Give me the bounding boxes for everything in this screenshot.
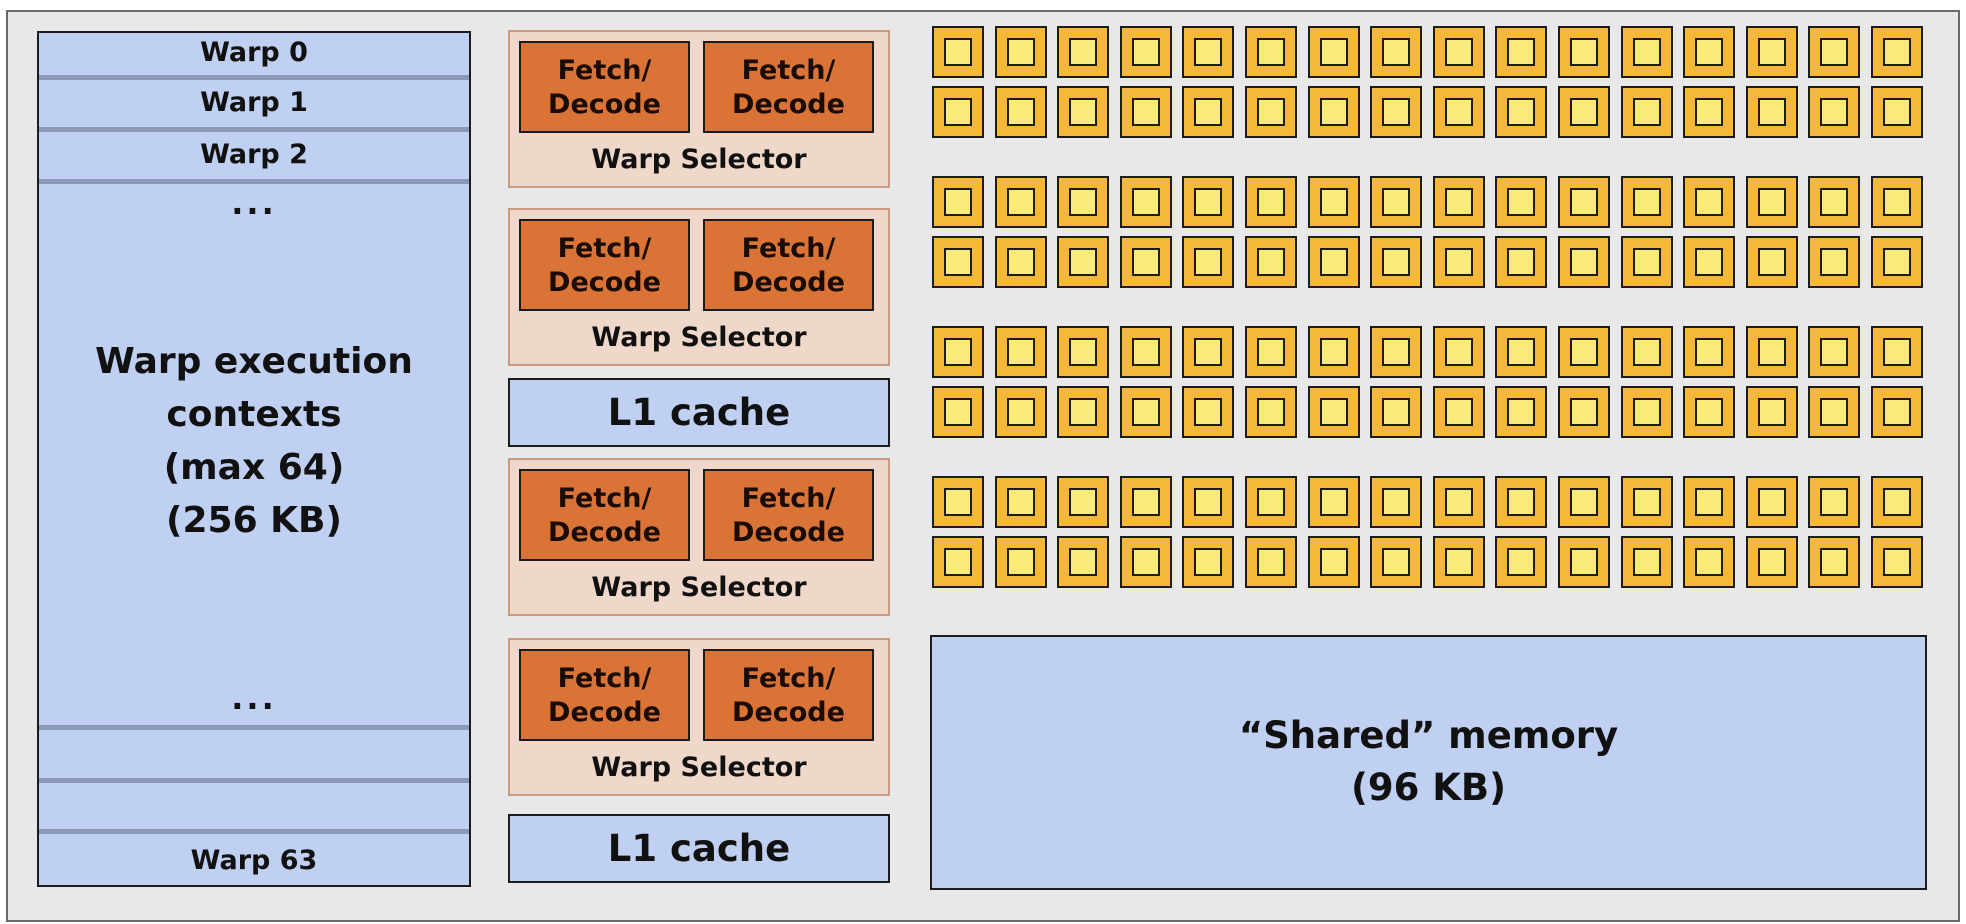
warp-ellipsis-bottom: ... — [231, 679, 277, 717]
fetch-decode-unit: Fetch/ Decode — [703, 469, 874, 561]
warp-selector-label: Warp Selector — [591, 144, 807, 175]
fetch-decode-unit: Fetch/ Decode — [519, 649, 690, 741]
warp-selector-label: Warp Selector — [591, 752, 807, 783]
fetch-decode-unit: Fetch/ Decode — [519, 41, 690, 133]
warp-ellipsis-top: ... — [231, 184, 277, 222]
warp-contexts-title-1: Warp execution — [95, 341, 413, 382]
warp-scheduler-1: Fetch/ Decode Fetch/ Decode Warp Selecto… — [508, 30, 890, 188]
fetch-decode-unit: Fetch/ Decode — [519, 219, 690, 311]
warp-contexts-title-2: contexts — [166, 394, 342, 435]
l1-cache-2: L1 cache — [508, 814, 890, 883]
shared-memory-block: “Shared” memory (96 KB) — [930, 635, 1927, 890]
fetch-decode-unit: Fetch/ Decode — [703, 219, 874, 311]
warp-divider — [39, 127, 469, 132]
shared-memory-label: “Shared” memory — [1238, 714, 1619, 757]
warp-divider — [39, 725, 469, 730]
fetch-decode-unit: Fetch/ Decode — [703, 649, 874, 741]
warp-contexts-max: (max 64) — [163, 447, 345, 488]
warp-2-label: Warp 2 — [200, 139, 308, 170]
warp-scheduler-2: Fetch/ Decode Fetch/ Decode Warp Selecto… — [508, 208, 890, 366]
fetch-decode-unit: Fetch/ Decode — [703, 41, 874, 133]
warp-selector-label: Warp Selector — [591, 322, 807, 353]
warp-divider — [39, 778, 469, 783]
warp-contexts-size: (256 KB) — [166, 500, 342, 541]
shared-memory-size: (96 KB) — [1350, 766, 1507, 809]
warp-divider — [39, 179, 469, 184]
warp-scheduler-3: Fetch/ Decode Fetch/ Decode Warp Selecto… — [508, 458, 890, 616]
warp-1-label: Warp 1 — [200, 87, 308, 118]
warp-contexts-panel: Warp 0 Warp 1 Warp 2 ... Warp execution … — [37, 31, 471, 887]
fetch-decode-unit: Fetch/ Decode — [519, 469, 690, 561]
warp-divider — [39, 75, 469, 80]
warp-0-label: Warp 0 — [200, 37, 308, 68]
warp-selector-label: Warp Selector — [591, 572, 807, 603]
warp-divider — [39, 829, 469, 834]
l1-cache-1: L1 cache — [508, 378, 890, 447]
warp-scheduler-4: Fetch/ Decode Fetch/ Decode Warp Selecto… — [508, 638, 890, 796]
warp-63-label: Warp 63 — [190, 845, 318, 876]
